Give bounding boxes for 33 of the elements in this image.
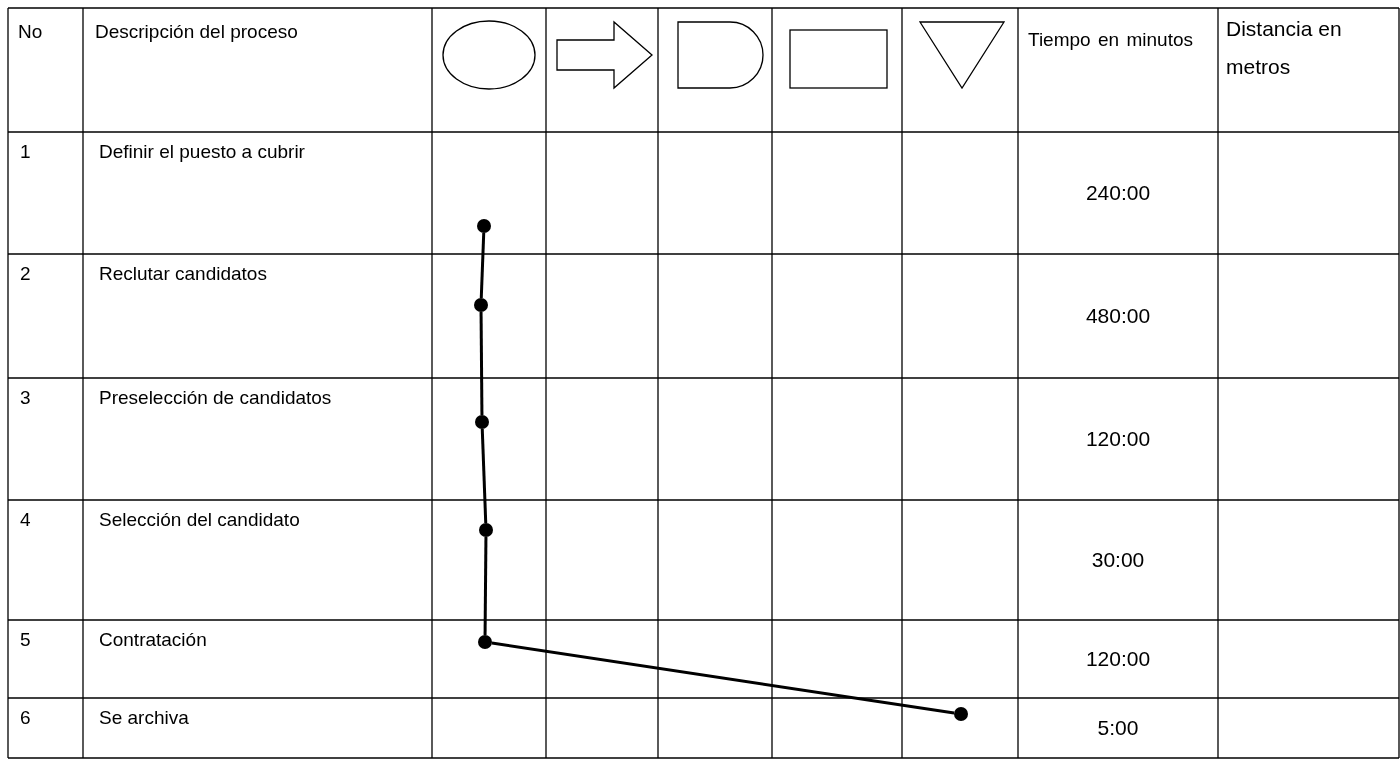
time-value: 120:00 (1084, 426, 1152, 452)
flow-dot (474, 298, 488, 312)
header-cell-text: Descripción del proceso (95, 20, 299, 44)
connector-line (479, 232, 486, 299)
flow-dot (954, 707, 968, 721)
step-description: Definir el puesto a cubrir (99, 140, 306, 164)
time-value: 30:00 (1090, 547, 1146, 573)
step-description: Se archiva (99, 706, 190, 730)
row-number: 2 (20, 262, 32, 286)
flow-dot (475, 415, 489, 429)
row-number: 3 (20, 386, 32, 410)
flow-dot (479, 523, 493, 537)
step-description: Contratación (99, 628, 208, 652)
step-description: Reclutar candidatos (99, 262, 268, 286)
row-number: 1 (20, 140, 32, 164)
time-value: 5:00 (1096, 715, 1140, 741)
header-cell-text: No (18, 20, 44, 44)
connector-line (480, 428, 488, 524)
row-number: 4 (20, 508, 32, 532)
row-number: 5 (20, 628, 32, 652)
connector-line (491, 641, 955, 715)
connector-line (479, 312, 484, 415)
row-number: 6 (20, 706, 32, 730)
connector-line (483, 537, 488, 635)
time-value: 120:00 (1084, 646, 1152, 672)
step-description: Selección del candidato (99, 508, 301, 532)
time-value: 240:00 (1084, 180, 1152, 206)
flow-dot (478, 635, 492, 649)
header-cell-text: Tiempo en minutos (1028, 28, 1193, 52)
step-description: Preselección de candidatos (99, 386, 333, 410)
header-cell-text: Distancia en metros (1226, 16, 1343, 80)
flow-dot (477, 219, 491, 233)
time-value: 480:00 (1084, 303, 1152, 329)
